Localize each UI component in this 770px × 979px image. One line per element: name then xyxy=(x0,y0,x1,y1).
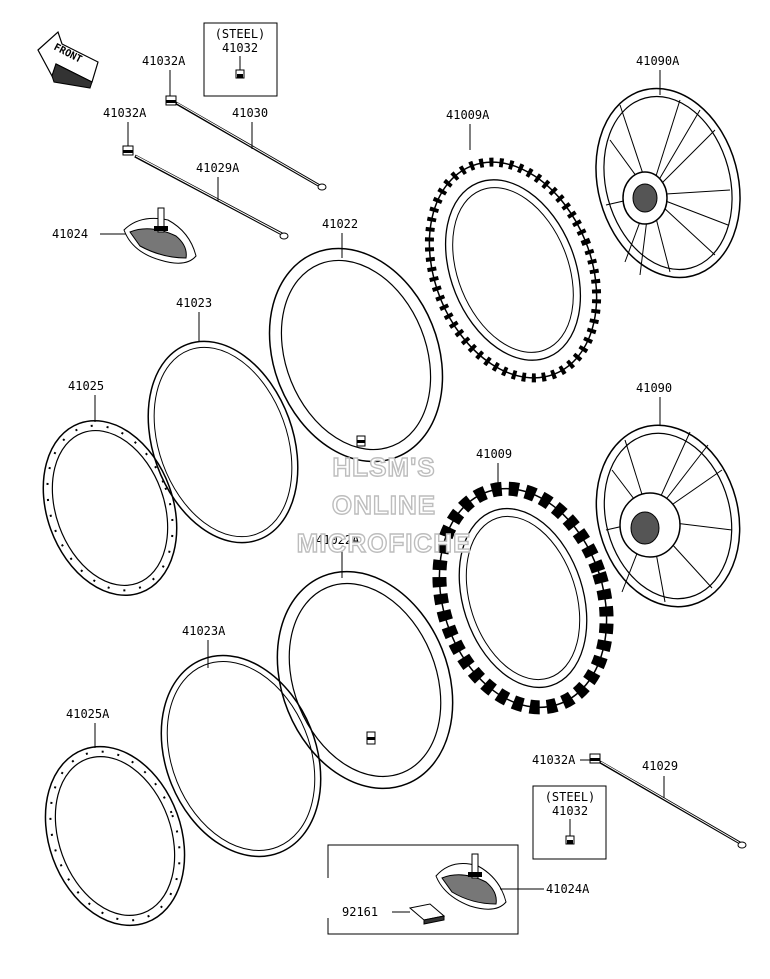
wheel-41090a xyxy=(595,87,741,279)
tire-41009 xyxy=(432,481,614,715)
label-41023a: 41023A xyxy=(182,624,226,638)
nipple-icon xyxy=(122,145,134,156)
rim-band-41024a xyxy=(435,853,507,910)
nipple-icon xyxy=(165,95,177,106)
rim-41025a xyxy=(44,745,186,927)
steel-box-top: (STEEL) 41032 xyxy=(203,22,278,97)
label-41032a-mid: 41032A xyxy=(103,106,147,120)
front-arrow-icon: FRONT xyxy=(37,30,99,89)
label-41024a: 41024A xyxy=(546,882,590,896)
label-41032a-top: 41032A xyxy=(142,54,186,68)
label-41090: 41090 xyxy=(636,381,672,395)
label-41029a: 41029A xyxy=(196,161,240,175)
nipple-icon xyxy=(589,753,601,764)
spoke-41029a xyxy=(134,154,289,240)
watermark-line-2: ONLINE xyxy=(332,490,436,520)
label-41009a: 41009A xyxy=(446,108,490,122)
tire-41009a xyxy=(424,157,602,383)
spoke-41030 xyxy=(175,101,327,191)
steel-part-top: 41032 xyxy=(222,41,258,55)
watermark-line-3: MICROFICHE xyxy=(297,528,472,558)
label-41023: 41023 xyxy=(176,296,212,310)
nipple-icon xyxy=(565,835,575,845)
watermark-line-1: HLSM'S xyxy=(332,452,435,482)
label-41025: 41025 xyxy=(68,379,104,393)
label-41032a-bottom: 41032A xyxy=(532,753,576,767)
steel-note-bottom: (STEEL) xyxy=(545,790,596,804)
label-41030: 41030 xyxy=(232,106,268,120)
label-41022a: 41022A xyxy=(316,533,360,547)
label-92161: 92161 xyxy=(342,905,378,919)
label-41090a: 41090A xyxy=(636,54,680,68)
rim-lock-box xyxy=(327,844,519,935)
rim-band-41024 xyxy=(123,207,197,264)
label-41009: 41009 xyxy=(476,447,512,461)
spoke-41029 xyxy=(599,760,747,849)
steel-box-bottom: (STEEL) 41032 xyxy=(532,785,607,860)
steel-note-top: (STEEL) xyxy=(215,27,266,41)
wheel-41090 xyxy=(595,424,741,608)
label-41025a: 41025A xyxy=(66,707,110,721)
patch-92161 xyxy=(408,903,446,925)
label-41024: 41024 xyxy=(52,227,88,241)
label-41022: 41022 xyxy=(322,217,358,231)
inner-tube-41022 xyxy=(268,247,444,463)
label-41029: 41029 xyxy=(642,759,678,773)
rim-41025 xyxy=(42,419,178,597)
watermark: HLSM'S ONLINE MICROFICHE xyxy=(296,451,472,558)
steel-part-bottom: 41032 xyxy=(552,804,588,818)
nipple-icon xyxy=(235,69,245,79)
rim-strip-41023a xyxy=(160,654,322,858)
rim-strip-41023 xyxy=(147,340,299,544)
